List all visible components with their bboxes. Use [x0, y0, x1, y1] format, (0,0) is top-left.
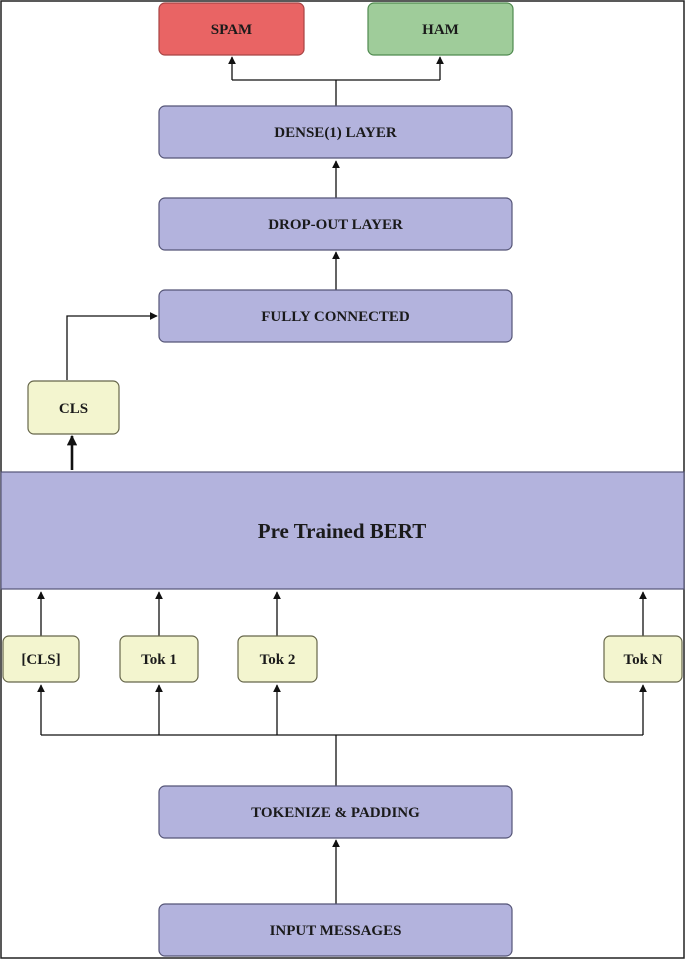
spam-label: SPAM — [211, 22, 252, 38]
token-label: Tok 2 — [260, 652, 296, 668]
dense-layer-node: DENSE(1) LAYER — [158, 105, 513, 159]
token-node-tokn: Tok N — [603, 635, 683, 683]
connectors — [37, 56, 647, 904]
arrow-cls-to-fully-connected — [66, 312, 158, 380]
bert-node: Pre Trained BERT — [0, 471, 685, 590]
dense-layer-label: DENSE(1) LAYER — [274, 125, 397, 141]
fully-connected-node: FULLY CONNECTED — [158, 289, 513, 343]
dropout-layer-node: DROP-OUT LAYER — [158, 197, 513, 251]
cls-output-node: CLS — [27, 380, 120, 435]
input-messages-label: INPUT MESSAGES — [270, 923, 402, 939]
token-label: Tok N — [623, 652, 662, 668]
token-node-cls: [CLS] — [2, 635, 80, 683]
token-label: Tok 1 — [141, 652, 177, 668]
input-messages-node: INPUT MESSAGES — [158, 903, 513, 957]
cls-output-label: CLS — [59, 401, 88, 417]
spam-node: SPAM — [158, 2, 305, 56]
ham-node: HAM — [367, 2, 514, 56]
tokenize-node: TOKENIZE & PADDING — [158, 785, 513, 839]
token-label: [CLS] — [21, 652, 60, 668]
dropout-layer-label: DROP-OUT LAYER — [268, 217, 403, 233]
bert-label: Pre Trained BERT — [258, 519, 426, 543]
ham-label: HAM — [422, 22, 459, 38]
tokenize-label: TOKENIZE & PADDING — [251, 805, 420, 821]
token-node-tok2: Tok 2 — [237, 635, 318, 683]
token-node-tok1: Tok 1 — [119, 635, 199, 683]
fully-connected-label: FULLY CONNECTED — [261, 309, 410, 325]
